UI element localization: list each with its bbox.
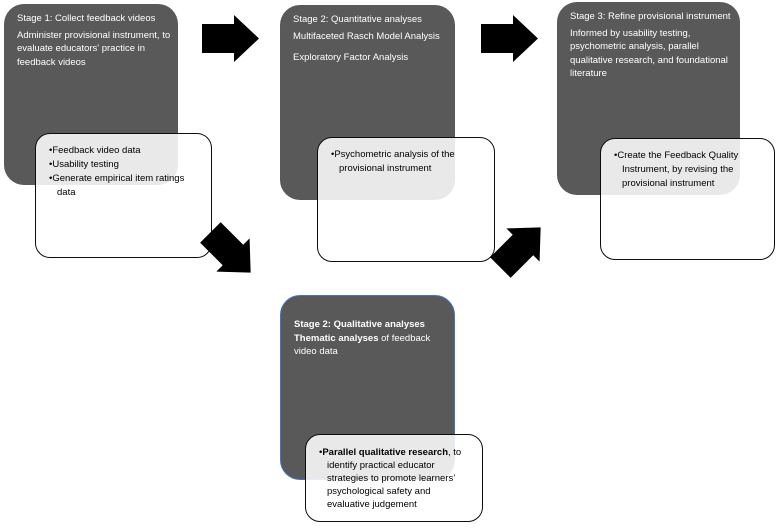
arrow-right-icon [481, 15, 538, 62]
stage1-title: Stage 1: Collect feedback videos [17, 13, 156, 24]
stage3-output-item: Create the Feedback Quality Instrument, … [614, 149, 764, 191]
stage2-quantitative-outputs-list: Psychometric analysis of the provisional… [331, 148, 484, 176]
stage1-output-item: Feedback video data [49, 144, 201, 158]
stage2-qualitative-output-bold: Parallel qualitative research [322, 447, 449, 458]
stage2-qualitative-body-rest: of feedback video data [294, 332, 431, 358]
stage1-outputs-box: Feedback video data Usability testing Ge… [35, 133, 212, 258]
stage2-qualitative-outputs-list: Parallel qualitative research, to identi… [319, 446, 472, 511]
stage2-qualitative-outputs-box: Parallel qualitative research, to identi… [305, 434, 483, 522]
arrow-down-right-icon [194, 216, 268, 290]
stage3-outputs-box: Create the Feedback Quality Instrument, … [600, 138, 775, 260]
stage1-body: Administer provisional instrument, to ev… [17, 29, 171, 68]
stage2-quantitative-outputs-box: Psychometric analysis of the provisional… [317, 137, 495, 262]
stage3-body: Informed by usability testing, psychomet… [570, 27, 728, 80]
stage2-qualitative-body: Thematic analyses of feedback video data [294, 332, 448, 359]
stage2-qualitative-title: Stage 2: Qualitative analyses [294, 319, 425, 330]
stage1-output-item: Usability testing [49, 158, 201, 172]
stage2-quantitative-output-item: Psychometric analysis of the provisional… [331, 148, 484, 176]
stage3-title: Stage 3: Refine provisional instrument [570, 11, 731, 22]
arrow-right-icon [202, 15, 259, 62]
stage2-quantitative-body-line: Exploratory Factor Analysis [293, 51, 409, 63]
stage2-qualitative-body-bold: Thematic analyses [294, 332, 379, 344]
stage3-outputs-list: Create the Feedback Quality Instrument, … [614, 149, 764, 191]
stage2-quantitative-title: Stage 2: Quantitative analyses [293, 14, 422, 25]
arrow-up-right-icon [484, 211, 558, 285]
stage1-output-item: Generate empirical item ratings data [49, 172, 201, 200]
stage2-qualitative-output-rest: , to identify practical educator strateg… [327, 447, 462, 510]
stage2-qualitative-output-item: Parallel qualitative research, to identi… [319, 446, 472, 511]
stage1-outputs-list: Feedback video data Usability testing Ge… [49, 144, 201, 200]
stage2-quantitative-body-line: Multifaceted Rasch Model Analysis [293, 30, 440, 42]
